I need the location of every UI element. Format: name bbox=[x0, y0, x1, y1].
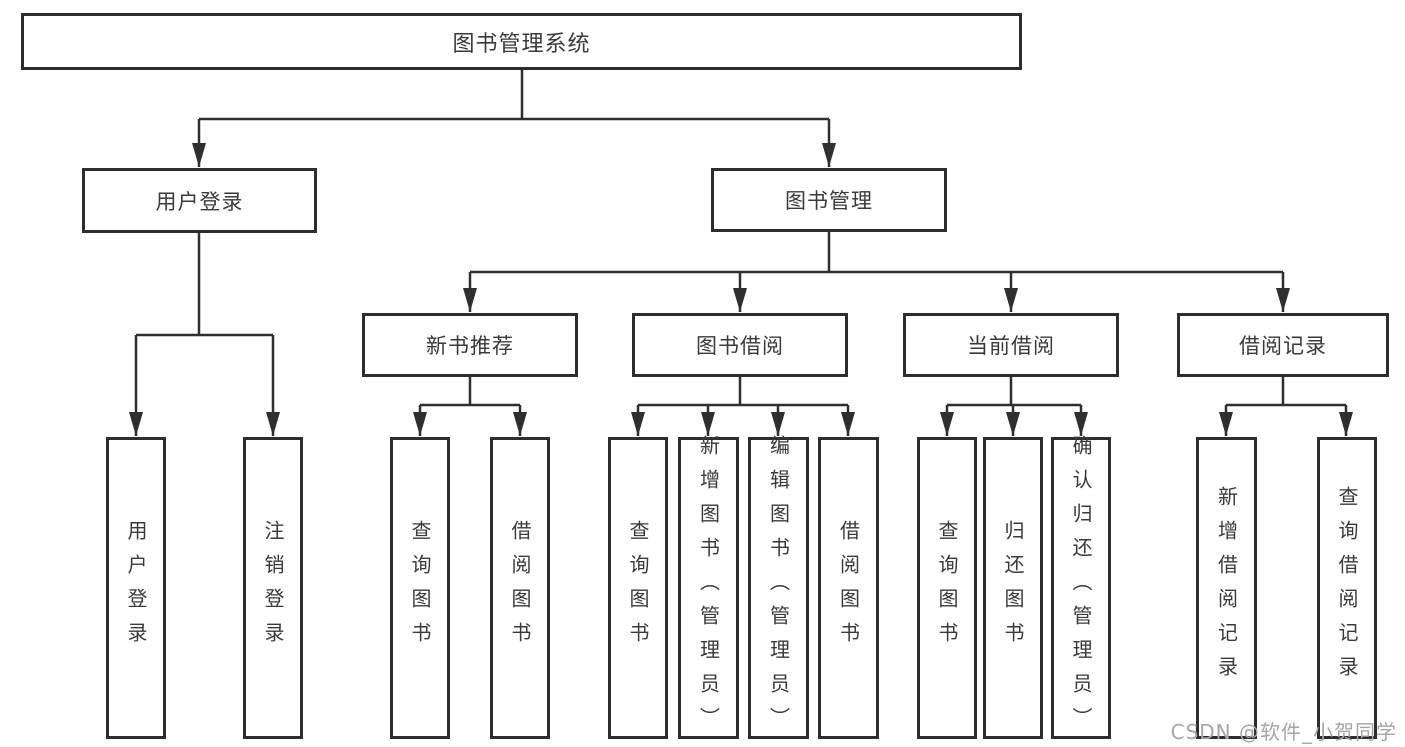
node-label: 图书管理 bbox=[785, 189, 873, 213]
node-label: 用户登录 bbox=[124, 520, 148, 656]
node-label: 注销登录 bbox=[261, 520, 285, 656]
leaf-logout: 注销登录 bbox=[243, 437, 303, 739]
node-book-management: 图书管理 bbox=[711, 168, 947, 232]
leaf-add-books-admin: 新增图书（管理员） bbox=[678, 435, 739, 741]
node-label: 借阅图书 bbox=[836, 520, 861, 656]
leaf-query-books: 查询图书 bbox=[608, 437, 668, 739]
node-new-book-recommend: 新书推荐 bbox=[362, 313, 578, 377]
node-label: 图书借阅 bbox=[696, 334, 784, 358]
leaf-query-books: 查询图书 bbox=[917, 437, 977, 739]
leaf-return-books: 归还图书 bbox=[983, 437, 1043, 739]
node-label: 查询图书 bbox=[408, 520, 432, 656]
node-label: 借阅记录 bbox=[1239, 334, 1327, 358]
csdn-watermark: CSDN @软件_小贺同学 bbox=[1170, 720, 1397, 744]
leaf-borrow-books: 借阅图书 bbox=[818, 437, 879, 739]
node-label: 图书管理系统 bbox=[452, 31, 591, 57]
node-label: 确认归还（管理员） bbox=[1069, 435, 1093, 741]
node-current-borrowing: 当前借阅 bbox=[903, 313, 1119, 377]
leaf-add-borrow-record: 新增借阅记录 bbox=[1196, 437, 1257, 739]
leaf-user-login: 用户登录 bbox=[106, 437, 166, 739]
node-label: 新书推荐 bbox=[426, 334, 514, 358]
node-label: 归还图书 bbox=[1001, 520, 1025, 656]
leaf-edit-books-admin: 编辑图书（管理员） bbox=[748, 435, 809, 741]
node-label: 借阅图书 bbox=[508, 520, 532, 656]
node-label: 查询图书 bbox=[935, 520, 959, 656]
node-user-login: 用户登录 bbox=[82, 168, 317, 233]
leaf-confirm-return-admin: 确认归还（管理员） bbox=[1051, 435, 1111, 741]
leaf-query-borrow-record: 查询借阅记录 bbox=[1317, 437, 1377, 739]
node-label: 查询图书 bbox=[626, 520, 650, 656]
node-label: 当前借阅 bbox=[967, 334, 1055, 358]
node-label: 查询借阅记录 bbox=[1335, 486, 1359, 690]
node-label: 用户登录 bbox=[155, 189, 244, 214]
leaf-query-books: 查询图书 bbox=[390, 437, 450, 739]
node-system-root: 图书管理系统 bbox=[21, 13, 1022, 70]
node-borrow-records: 借阅记录 bbox=[1177, 313, 1389, 377]
node-label: 新增图书（管理员） bbox=[696, 435, 721, 741]
node-label: 新增借阅记录 bbox=[1214, 486, 1239, 690]
leaf-borrow-books: 借阅图书 bbox=[490, 437, 550, 739]
node-label: 编辑图书（管理员） bbox=[766, 435, 791, 741]
node-book-borrowing: 图书借阅 bbox=[632, 313, 848, 377]
